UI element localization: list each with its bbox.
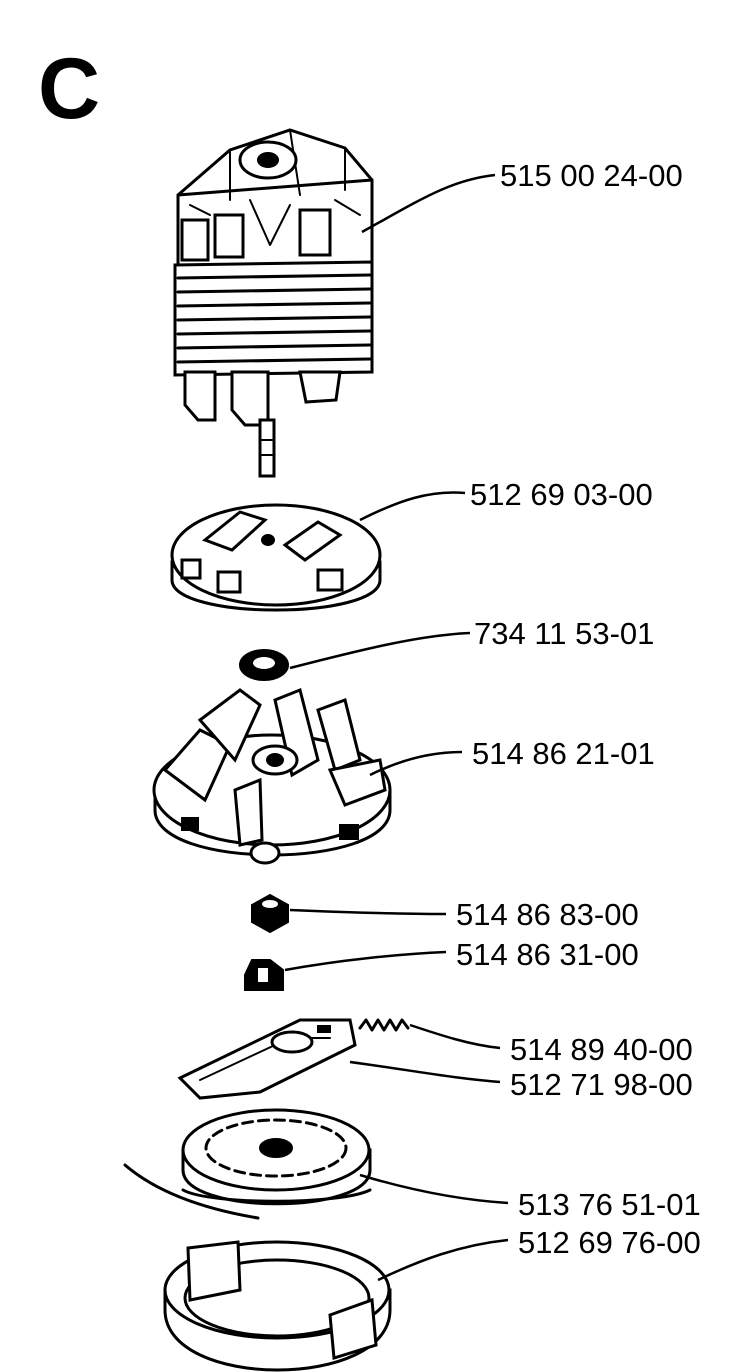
fan-drawing: [152, 687, 392, 865]
part-number-fan: 514 86 21-01: [472, 736, 655, 771]
spool-leader: [359, 1173, 509, 1205]
nut-drawing: [251, 893, 289, 934]
section-letter: C: [38, 41, 100, 137]
spring-drawing: [358, 1018, 410, 1032]
motor-drawing: [173, 128, 374, 478]
fan-leader: [369, 750, 463, 777]
hub-leader: [284, 950, 447, 972]
motor-cover-leader: [359, 491, 466, 522]
part-number-hub: 514 86 31-00: [456, 937, 639, 972]
part-number-spool-cover: 512 69 76-00: [518, 1225, 701, 1260]
hub-drawing: [244, 959, 284, 991]
lever-drawing: [177, 1018, 357, 1100]
part-number-motor-cover: 512 69 03-00: [470, 477, 653, 512]
washer-leader: [289, 631, 471, 670]
nut-leader: [289, 908, 447, 916]
part-number-spool: 513 76 51-01: [518, 1187, 701, 1222]
spool-cover-drawing: [163, 1240, 392, 1372]
washer-drawing: [239, 649, 289, 681]
part-number-nut: 514 86 83-00: [456, 897, 639, 932]
motor-leader: [361, 173, 496, 234]
part-number-washer: 734 11 53-01: [474, 616, 654, 651]
part-number-lever: 512 71 98-00: [510, 1067, 693, 1102]
motor-cover-drawing: [170, 503, 382, 612]
spring-leader: [409, 1023, 501, 1050]
spool-cover-leader: [377, 1238, 509, 1282]
part-number-motor: 515 00 24-00: [500, 158, 683, 193]
lever-leader: [349, 1060, 501, 1084]
spool-drawing: [123, 1108, 372, 1220]
part-number-spring: 514 89 40-00: [510, 1032, 693, 1067]
